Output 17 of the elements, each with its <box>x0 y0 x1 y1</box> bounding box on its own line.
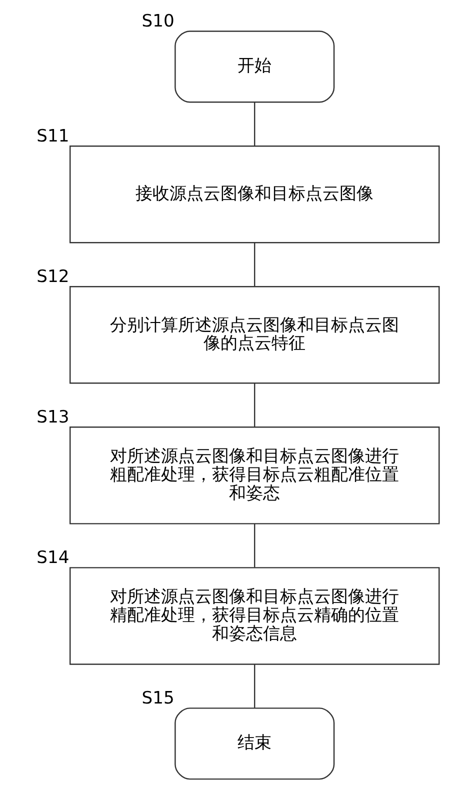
node-label: S13 <box>36 408 69 428</box>
node-label: S14 <box>36 548 69 568</box>
node-box: 接收源点云图像和目标点云图像 <box>69 146 440 244</box>
connector <box>254 664 255 708</box>
connector <box>254 242 255 286</box>
connector <box>254 383 255 427</box>
node-box: 对所述源点云图像和目标点云图像进行粗配准处理，获得目标点云粗配准位置和姿态 <box>69 426 440 524</box>
connector <box>254 102 255 146</box>
node-box: 结束 <box>174 708 334 780</box>
connector <box>254 524 255 568</box>
node-box: 开始 <box>174 30 334 103</box>
node-label: S15 <box>141 688 174 709</box>
node-box: 对所述源点云图像和目标点云图像进行精配准处理，获得目标点云精确的位置和姿态信息 <box>69 567 440 665</box>
node-label: S12 <box>36 266 69 287</box>
node-box: 分别计算所述源点云图像和目标点云图像的点云特征 <box>69 286 440 384</box>
node-label: S10 <box>141 12 174 32</box>
node-label: S11 <box>36 126 69 146</box>
